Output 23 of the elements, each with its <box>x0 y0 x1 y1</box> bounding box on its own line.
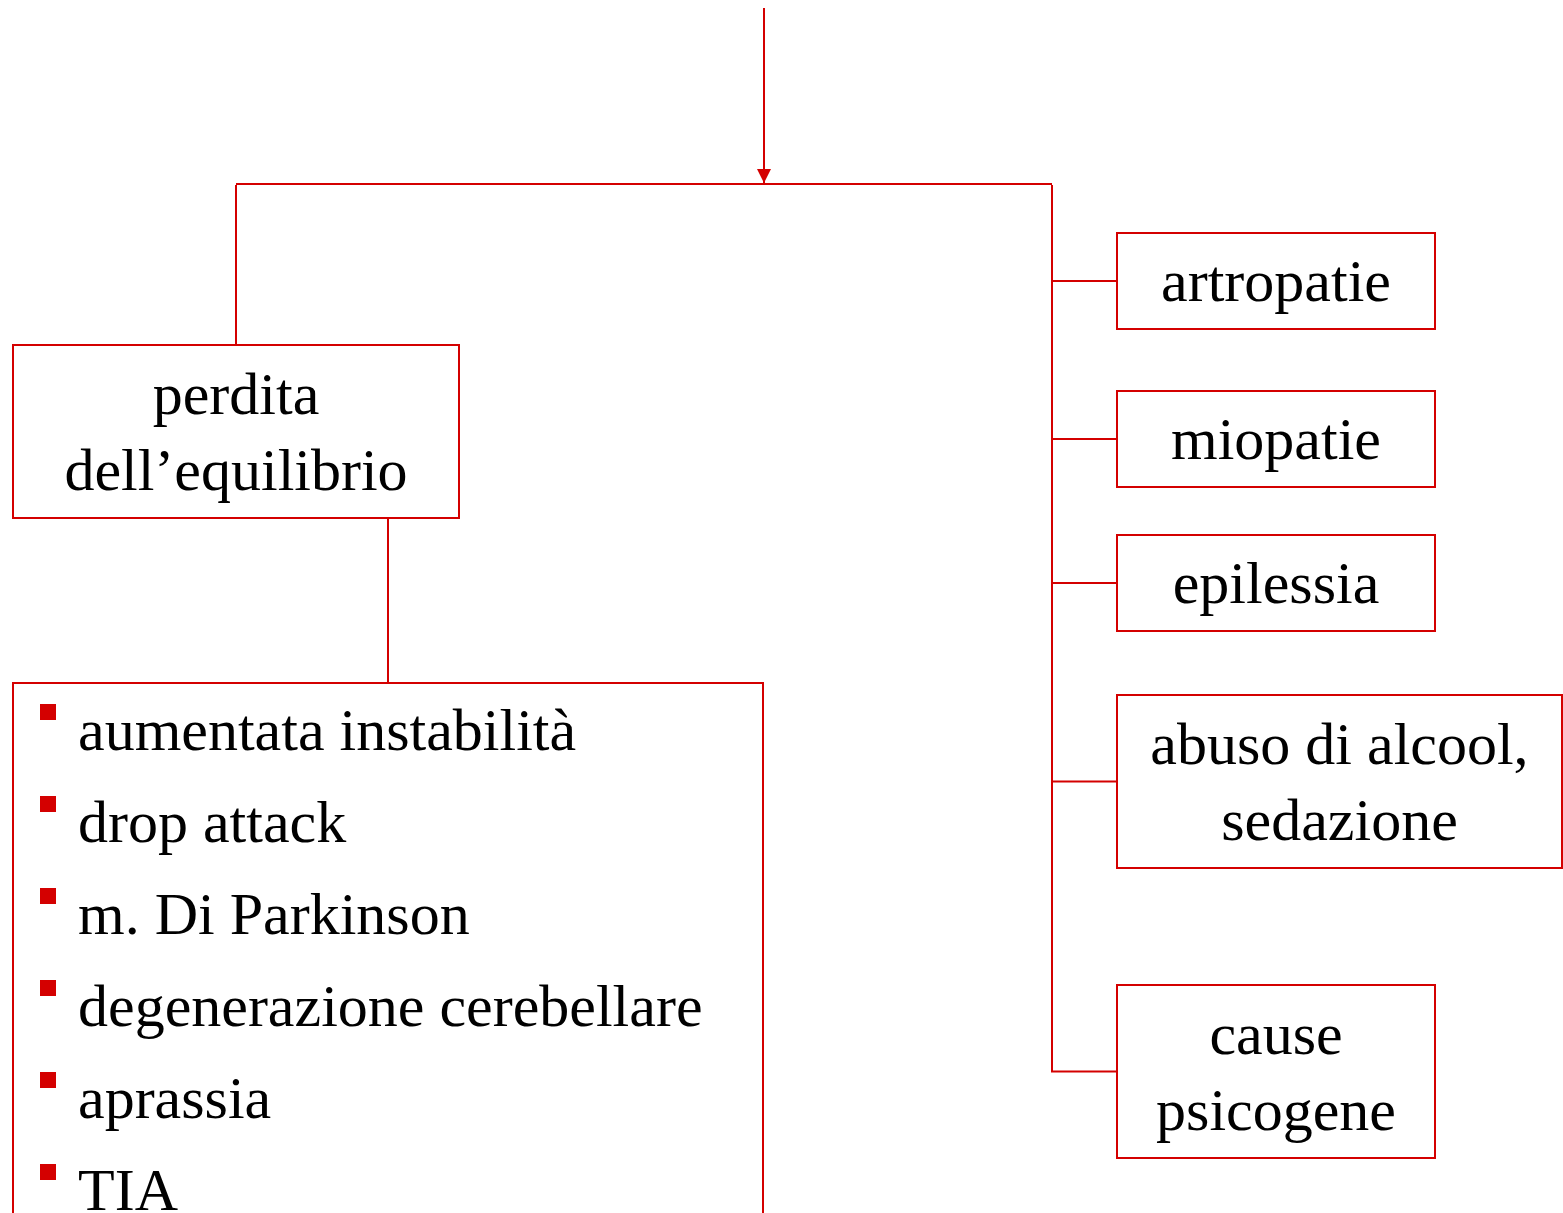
bullet-item: aumentata instabilità <box>38 684 703 776</box>
process-box <box>1116 390 1436 488</box>
process-box <box>1116 534 1436 632</box>
list-box <box>12 682 764 1213</box>
process-box <box>1116 984 1436 1159</box>
bullet-item: TIA <box>38 1144 703 1213</box>
box-label: perdita dell’equilibrio <box>63 359 409 505</box>
process-box <box>1116 694 1563 869</box>
process-box <box>12 344 460 519</box>
box-label: cause psicogene <box>1155 999 1397 1145</box>
box-label: abuso di alcool, sedazione <box>1149 709 1530 855</box>
connector-line <box>1051 184 1117 1073</box>
box-label: epilessia <box>1171 549 1381 618</box>
arrow <box>757 7 771 184</box>
bullet-item: m. Di Parkinson <box>38 868 703 960</box>
process-box <box>1116 232 1436 330</box>
bullet-item: aprassia <box>38 1052 703 1144</box>
bullet-item: drop attack <box>38 776 703 868</box>
connector-line <box>235 184 237 345</box>
connector-line <box>387 518 389 683</box>
bullet-item: degenerazione cerebellare <box>38 960 703 1052</box>
box-label: miopatie <box>1170 405 1382 474</box>
box-label: artropatie <box>1160 247 1392 316</box>
